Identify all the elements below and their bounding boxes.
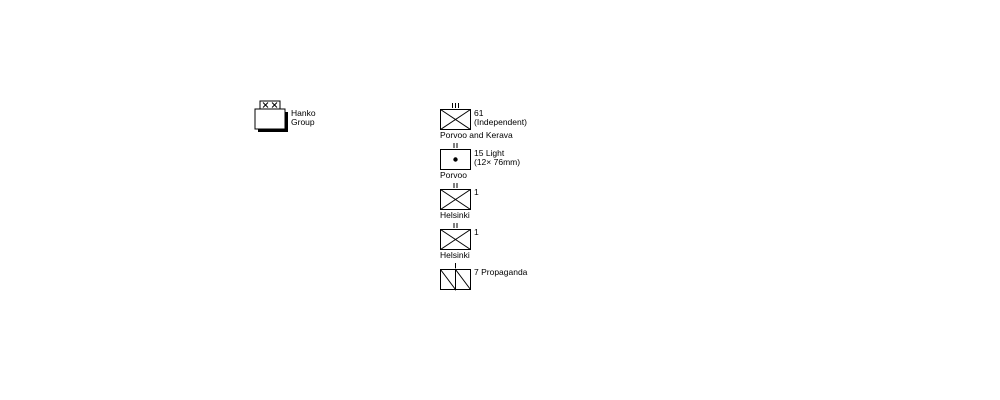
unit-1-a-name-line1: 1 (474, 187, 479, 197)
hq-name-line1: Hanko (291, 108, 316, 118)
unit-1-a-echelon-ii (453, 183, 458, 188)
unit-1-a-symbol (440, 183, 471, 210)
unit-61-location: Porvoo and Kerava (440, 130, 513, 140)
unit-1-b-symbol (440, 223, 471, 250)
artillery-dot (453, 157, 458, 162)
hq-name-line2: Group (291, 117, 315, 127)
unit-7-name-line1: 7 Propaganda (474, 267, 528, 277)
unit-61-symbol (440, 103, 471, 130)
hq-hanko-group-symbol (254, 100, 288, 132)
unit-15-light-symbol (440, 143, 471, 170)
unit-7-propaganda-symbol (440, 263, 471, 291)
hq-frame (254, 108, 286, 130)
unit-15-name-line2: (12× 76mm) (474, 157, 521, 167)
unit-15-location: Porvoo (440, 170, 467, 180)
unit-61-name-line1: 61 (474, 108, 484, 118)
infantry-cross-b (440, 109, 471, 130)
unit-1-b-name-line1: 1 (474, 227, 479, 237)
unit-15-echelon-ii (453, 143, 458, 148)
unit-61-name-line2: (Independent) (474, 117, 527, 127)
unit-15-name-line1: 15 Light (474, 148, 505, 158)
hq-echelon-box (259, 100, 281, 110)
propaganda-zigzag (440, 268, 471, 291)
unit-1-b-location: Helsinki (440, 250, 470, 260)
unit-1-b-echelon-ii (453, 223, 458, 228)
hq-echelon-xx (262, 102, 278, 108)
infantry-cross-b (440, 189, 471, 210)
unit-61-echelon-iii (452, 103, 459, 108)
unit-1-a-location: Helsinki (440, 210, 470, 220)
infantry-cross-b (440, 229, 471, 250)
